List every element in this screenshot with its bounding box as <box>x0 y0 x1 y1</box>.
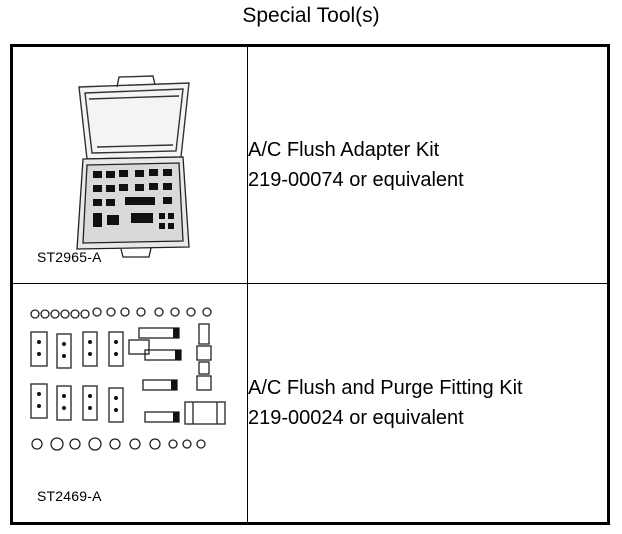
page-title: Special Tool(s) <box>242 4 380 27</box>
tool-name: A/C Flush and Purge Fitting Kit <box>248 377 523 399</box>
table-row: ST2965-A A/C Flush Adapter Kit 219-00074… <box>11 45 609 284</box>
tool-description-cell: A/C Flush and Purge Fitting Kit 219-0002… <box>247 283 609 524</box>
tool-description-cell: A/C Flush Adapter Kit 219-00074 or equiv… <box>247 45 609 284</box>
tool-code: ST2965-A <box>37 249 102 265</box>
tool-part-number: 219-00024 or equivalent <box>248 407 464 429</box>
tool-image-cell: ST2965-A <box>11 45 248 284</box>
tool-name: A/C Flush Adapter Kit <box>248 139 440 161</box>
tool-code: ST2469-A <box>37 488 102 504</box>
tool-case-icon <box>76 75 190 258</box>
tool-image-cell: ST2469-A <box>11 283 248 524</box>
tool-part-number: 219-00074 or equivalent <box>248 169 464 191</box>
special-tools-table: ST2965-A A/C Flush Adapter Kit 219-00074… <box>10 44 610 525</box>
fitting-kit-icon <box>30 307 226 451</box>
table-row: ST2469-A A/C Flush and Purge Fitting Kit… <box>11 283 609 524</box>
